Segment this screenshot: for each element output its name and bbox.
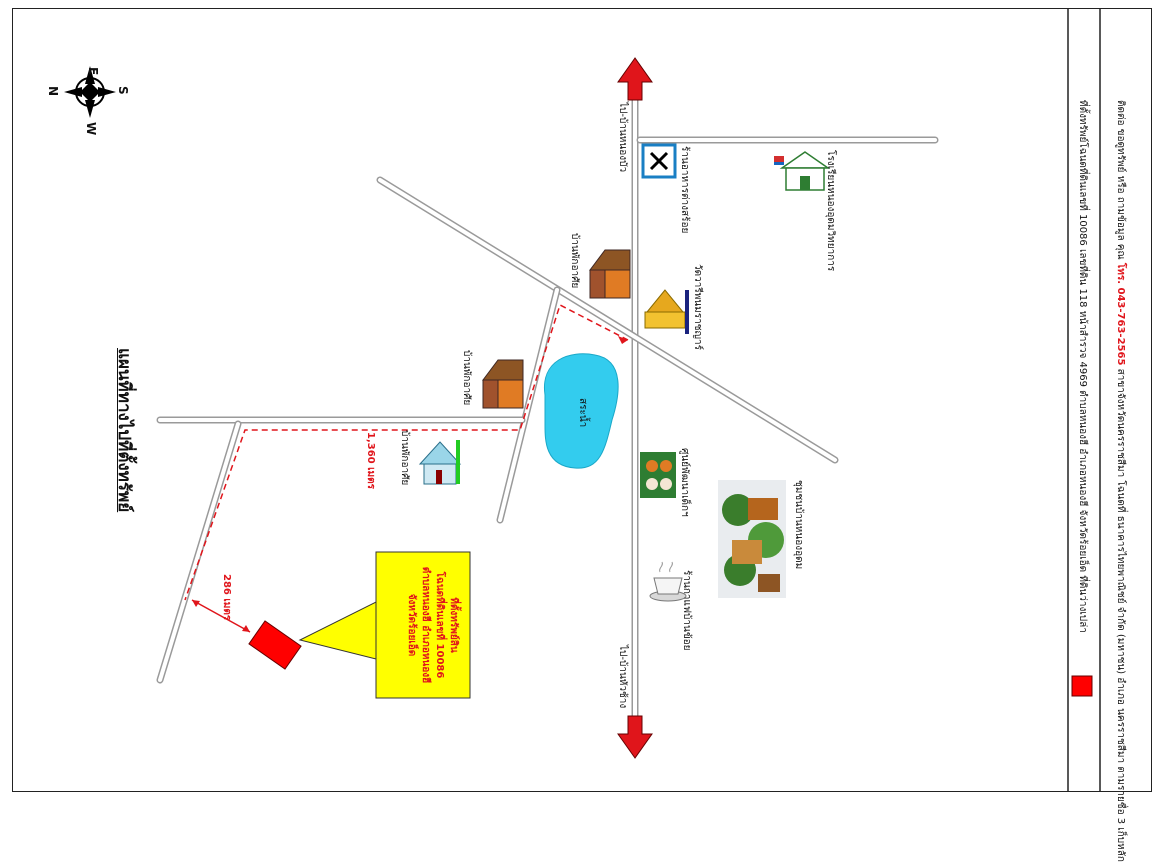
footer-contact-prefix: ติดต่อ ขอดูทรัพย์ หรือ ถามข้อมูล คุณ <box>1115 100 1126 260</box>
short-distance-arrow-a <box>192 600 200 607</box>
compass-w-label: W <box>84 122 98 136</box>
callout-line-2: โฉนดที่ดินเลขที่ 10086 <box>434 571 445 679</box>
diagonal-road-inner <box>378 178 837 462</box>
pond-shape <box>544 353 619 469</box>
footer-contact-suffix: สาขาจังหวัดนครราชสีมา โฉนดที่ ธนาคารไทยพ… <box>1115 368 1126 862</box>
house-top-label: บ้านพักอาศัย <box>569 233 580 289</box>
coffee-cup-icon <box>649 561 687 602</box>
house-icon-top <box>589 249 631 299</box>
callout-text: ที่ตั้งทรัพย์สิน โฉนดที่ดินเลขที่ 10086 … <box>404 560 460 690</box>
footer-contact: ติดต่อ ขอดูทรัพย์ หรือ ถามข้อมูล คุณ โทร… <box>1113 100 1128 862</box>
property-marker <box>248 620 302 670</box>
callout-box <box>375 551 471 699</box>
arrow-down-icon <box>617 715 653 759</box>
restaurant-label: ร้านอาหารต่างสร้อย <box>679 146 690 234</box>
village-label: ชุมชนบ้านหนองอุดม <box>793 480 804 570</box>
callout-pointer <box>298 599 381 661</box>
road-to-bottom-label: ไป-บ้านหัวช้าง <box>617 645 628 709</box>
child-center-icon <box>640 452 676 498</box>
legend-marker <box>1071 675 1093 697</box>
distance-short-label: 286 เมตร <box>221 574 232 621</box>
village-image <box>718 480 786 598</box>
distance-long-label: 1,360 เมตร <box>365 432 376 489</box>
map-title: แผนที่ทางไปที่ตั้งทรัพย์ <box>114 348 134 513</box>
restaurant-icon <box>641 143 677 179</box>
map-frame <box>12 8 1152 792</box>
short-distance-line <box>191 599 251 633</box>
left-road-inner <box>158 422 240 682</box>
footer-phone: โทร. 043-763-2565 <box>1115 262 1126 366</box>
callout-line-1: ที่ตั้งทรัพย์สิน <box>448 597 459 653</box>
route-path <box>184 303 629 601</box>
short-distance-arrow-b <box>242 625 250 632</box>
house-icon-mid <box>482 359 524 409</box>
compass-e-label: E <box>86 67 100 76</box>
route-arrowhead <box>618 336 628 344</box>
compass-s-label: S <box>116 86 130 95</box>
house-icon-left <box>418 440 462 485</box>
temple-label: วัดวารีพนมราชญาร์ <box>692 264 703 351</box>
child-center-label: ศูนย์พัฒนาเด็กฯ <box>679 448 690 517</box>
house-mid-label: บ้านพักอาศัย <box>461 350 472 406</box>
school-label: โรงเรียนหนองอุดมวิทยาการ <box>825 150 836 272</box>
compass-n-label: N <box>46 86 60 97</box>
school-icon <box>774 151 831 191</box>
callout-line-3: ตำบลหนองฮี อำเภอหนองฮี <box>420 566 431 684</box>
road-network <box>156 76 939 744</box>
footer-legend-text: ที่ตั้งทรัพย์โฉนดที่ดินเลขที่ 10086 เลขท… <box>1077 100 1088 633</box>
house-left-label: บ้านพักอาศัย <box>399 430 410 486</box>
compass-icon <box>64 66 116 118</box>
temple-icon <box>644 289 689 334</box>
callout-line-4: จังหวัดร้อยเอ็ด <box>406 593 417 657</box>
pond-label: สระน้ำ <box>577 398 588 428</box>
road-to-top-label: ไป-บ้านหนองบัว <box>617 102 628 173</box>
arrow-up-icon <box>617 57 653 101</box>
map-canvas <box>64 8 1101 792</box>
cafe-label: ร้านกาแฟบ้านข้อย <box>681 570 692 651</box>
